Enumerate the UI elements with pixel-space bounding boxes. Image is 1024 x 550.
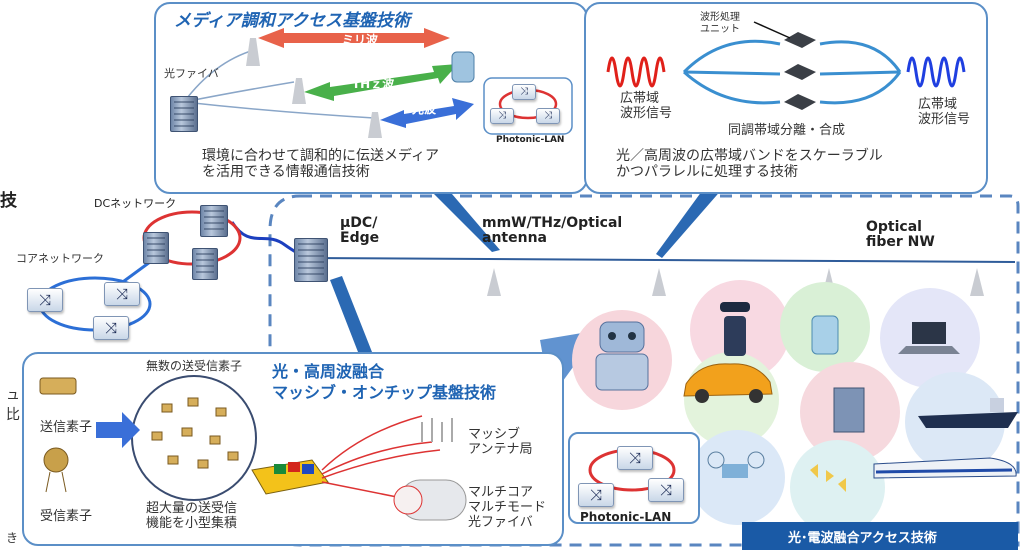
massive-onchip-panel <box>22 352 564 546</box>
core-switch-3: ⤨ <box>93 316 129 340</box>
tx-element-label: 送信素子 <box>40 420 93 435</box>
thz-label: THｚ波 <box>352 77 395 91</box>
fiber-label: 光ファイバ <box>164 67 219 80</box>
core-network-label: コアネットワーク <box>16 252 104 265</box>
edge-building <box>294 238 328 282</box>
massive-antenna-label: マッシブアンテナ局 <box>468 427 533 457</box>
multicore-fiber-label: マルチコアマルチモード光ファイバ <box>468 485 547 530</box>
media-harmony-title: メディア調和アクセス基盤技術 <box>174 11 410 31</box>
massive-onchip-title: 光・高周波融合マッシブ・オンチップ基盤技術 <box>272 362 497 402</box>
edge-partial-text-2: 比 <box>6 407 20 423</box>
input-signal-label: 広帯域波形信号 <box>620 91 673 121</box>
countless-elements-label: 無数の送受信素子 <box>146 359 243 373</box>
core-switch-2: ⤨ <box>104 282 140 306</box>
antenna-1 <box>487 268 501 296</box>
person <box>724 316 746 356</box>
udc-label: μDC/Edge <box>340 215 380 247</box>
fiber-building <box>170 96 198 132</box>
output-signal-label: 広帯域波形信号 <box>918 97 971 127</box>
zone-butterflies <box>790 440 885 535</box>
lightwave-label: 光波 <box>412 102 437 116</box>
photonic-switch-1: ⤨ <box>617 446 653 470</box>
media-harmony-desc: 環境に合わせて調和的に伝送メディアを活用できる情報通信技術 <box>202 148 440 181</box>
unit-label: 波形処理ユニット <box>700 12 740 35</box>
mini-photonic-lan-label: Photonic-LAN <box>496 135 565 145</box>
access-tech-label: 光･電波融合アクセス技術 <box>788 531 937 546</box>
partial-title: 技 <box>0 191 17 211</box>
drone <box>722 464 748 478</box>
photonic-switch-2: ⤨ <box>578 483 614 507</box>
wideband-desc: 光／高周波の広帯域バンドをスケーラブルかつパラレルに処理する技術 <box>616 148 883 181</box>
massive-onchip-graphic <box>39 375 467 521</box>
edge-partial-text-3: き <box>6 531 19 545</box>
laptop <box>912 322 946 344</box>
train <box>873 457 1017 479</box>
dc-building-3 <box>192 248 218 280</box>
laptop-base <box>898 346 960 354</box>
rx-element-label: 受信素子 <box>40 509 93 524</box>
antenna-2 <box>652 268 666 296</box>
ship <box>918 412 1018 428</box>
media-harmony-graphic <box>183 28 573 138</box>
small-robot <box>811 315 839 355</box>
photonic-switch-3: ⤨ <box>648 478 684 502</box>
butterflies <box>810 464 846 492</box>
dc-network-label: DCネットワーク <box>94 197 177 210</box>
dc-building-2 <box>143 232 169 264</box>
dc-building-1 <box>200 205 228 237</box>
mini-switch-3: ⤨ <box>536 108 560 124</box>
access-tech-band <box>742 522 1018 550</box>
wideband-graphic <box>606 21 966 110</box>
photonic-lan-label: Photonic-LAN <box>580 510 672 524</box>
edge-partial-text-1: ュ <box>6 387 20 403</box>
mini-switch-2: ⤨ <box>490 108 514 124</box>
robot-body <box>595 353 649 391</box>
wideband-panel <box>584 2 988 194</box>
goggles <box>720 302 750 312</box>
mmwave-label: ミリ波 <box>342 33 379 47</box>
mini-switch-1: ⤨ <box>512 84 536 100</box>
city-building <box>833 387 865 433</box>
car <box>683 363 773 397</box>
robot-head <box>599 321 645 353</box>
separation-label: 同調帯域分離・合成 <box>728 123 846 138</box>
core-switch-1: ⤨ <box>27 288 63 312</box>
antenna-4 <box>970 268 984 296</box>
massive-integration-label: 超大量の送受信機能を小型集積 <box>146 501 238 531</box>
